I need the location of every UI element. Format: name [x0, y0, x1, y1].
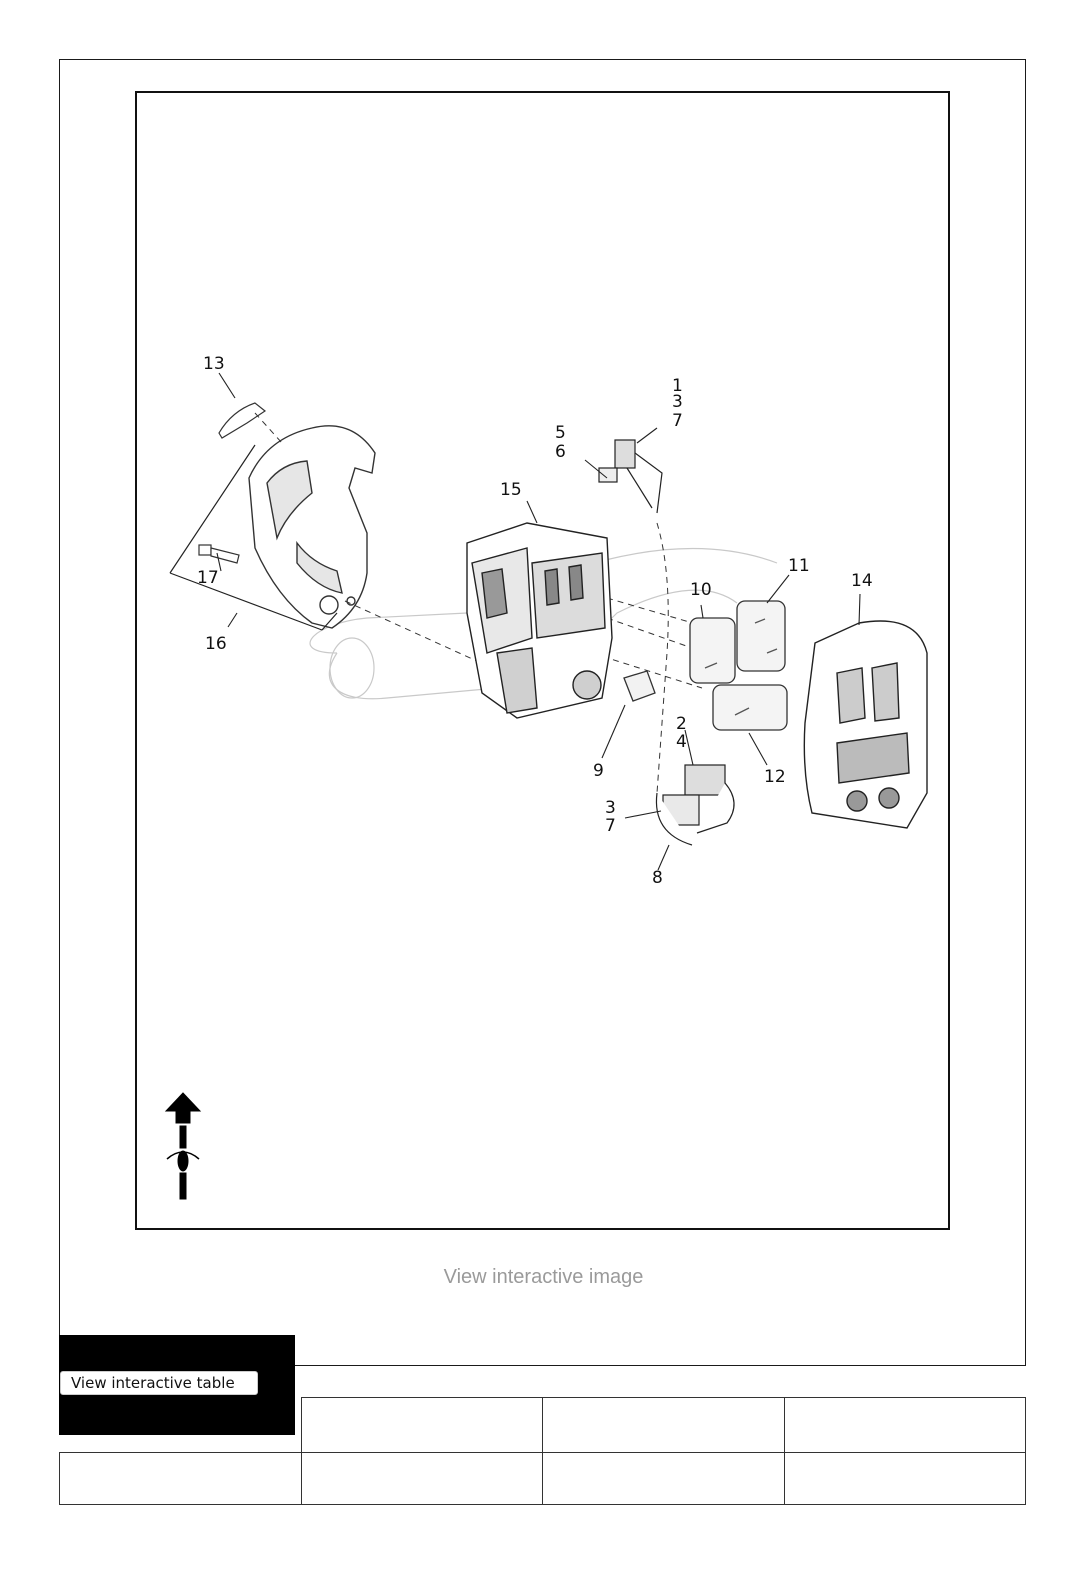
table-cell [300, 1452, 543, 1505]
callout-5: 5 [555, 423, 566, 443]
exploded-view-drawing: 13 1 3 7 5 6 15 17 16 10 11 14 2 4 9 12 … [164, 354, 928, 1200]
callout-16: 16 [205, 634, 227, 654]
right-housing [803, 620, 928, 829]
callout-10: 10 [690, 580, 712, 600]
callout-1: 1 [672, 376, 683, 396]
switch-body [466, 522, 613, 719]
parts-table [59, 1397, 1026, 1505]
callout-3-lower: 3 [605, 798, 616, 818]
table-cell [783, 1452, 1026, 1505]
callout-9: 9 [593, 761, 604, 781]
table-cell [542, 1397, 785, 1453]
button-caps [689, 600, 788, 731]
callout-4: 4 [676, 732, 687, 752]
small-cap [623, 670, 656, 702]
connector-top [598, 439, 663, 514]
table-cell [542, 1452, 785, 1505]
lever-part [218, 402, 267, 439]
callout-8: 8 [652, 868, 663, 888]
callout-6: 6 [555, 442, 566, 462]
screw-part [198, 544, 240, 564]
table-cell [59, 1397, 302, 1453]
table-cell [300, 1397, 543, 1453]
document-frame [59, 59, 1026, 1366]
callout-13: 13 [203, 354, 225, 374]
table-row [59, 1452, 1026, 1505]
left-housing [248, 425, 376, 629]
connector-bottom [655, 764, 735, 846]
callout-7-lower: 7 [605, 816, 616, 836]
callout-2: 2 [676, 714, 687, 734]
callout-7: 7 [672, 411, 683, 431]
callout-17: 17 [197, 568, 219, 588]
view-interactive-image-link[interactable]: View interactive image [443, 1266, 644, 1288]
table-cell [59, 1452, 302, 1505]
table-row [59, 1397, 1026, 1453]
view-interactive-table-button[interactable]: View interactive table [60, 1371, 258, 1395]
callout-14: 14 [851, 571, 873, 591]
callout-3: 3 [672, 392, 683, 412]
callout-15: 15 [500, 480, 522, 500]
orientation-arrow-icon [164, 1092, 202, 1200]
callout-12: 12 [764, 767, 786, 787]
callout-11: 11 [788, 556, 810, 576]
table-cell [783, 1397, 1026, 1453]
parts-diagram[interactable]: 13 1 3 7 5 6 15 17 16 10 11 14 2 4 9 12 … [135, 91, 950, 1230]
